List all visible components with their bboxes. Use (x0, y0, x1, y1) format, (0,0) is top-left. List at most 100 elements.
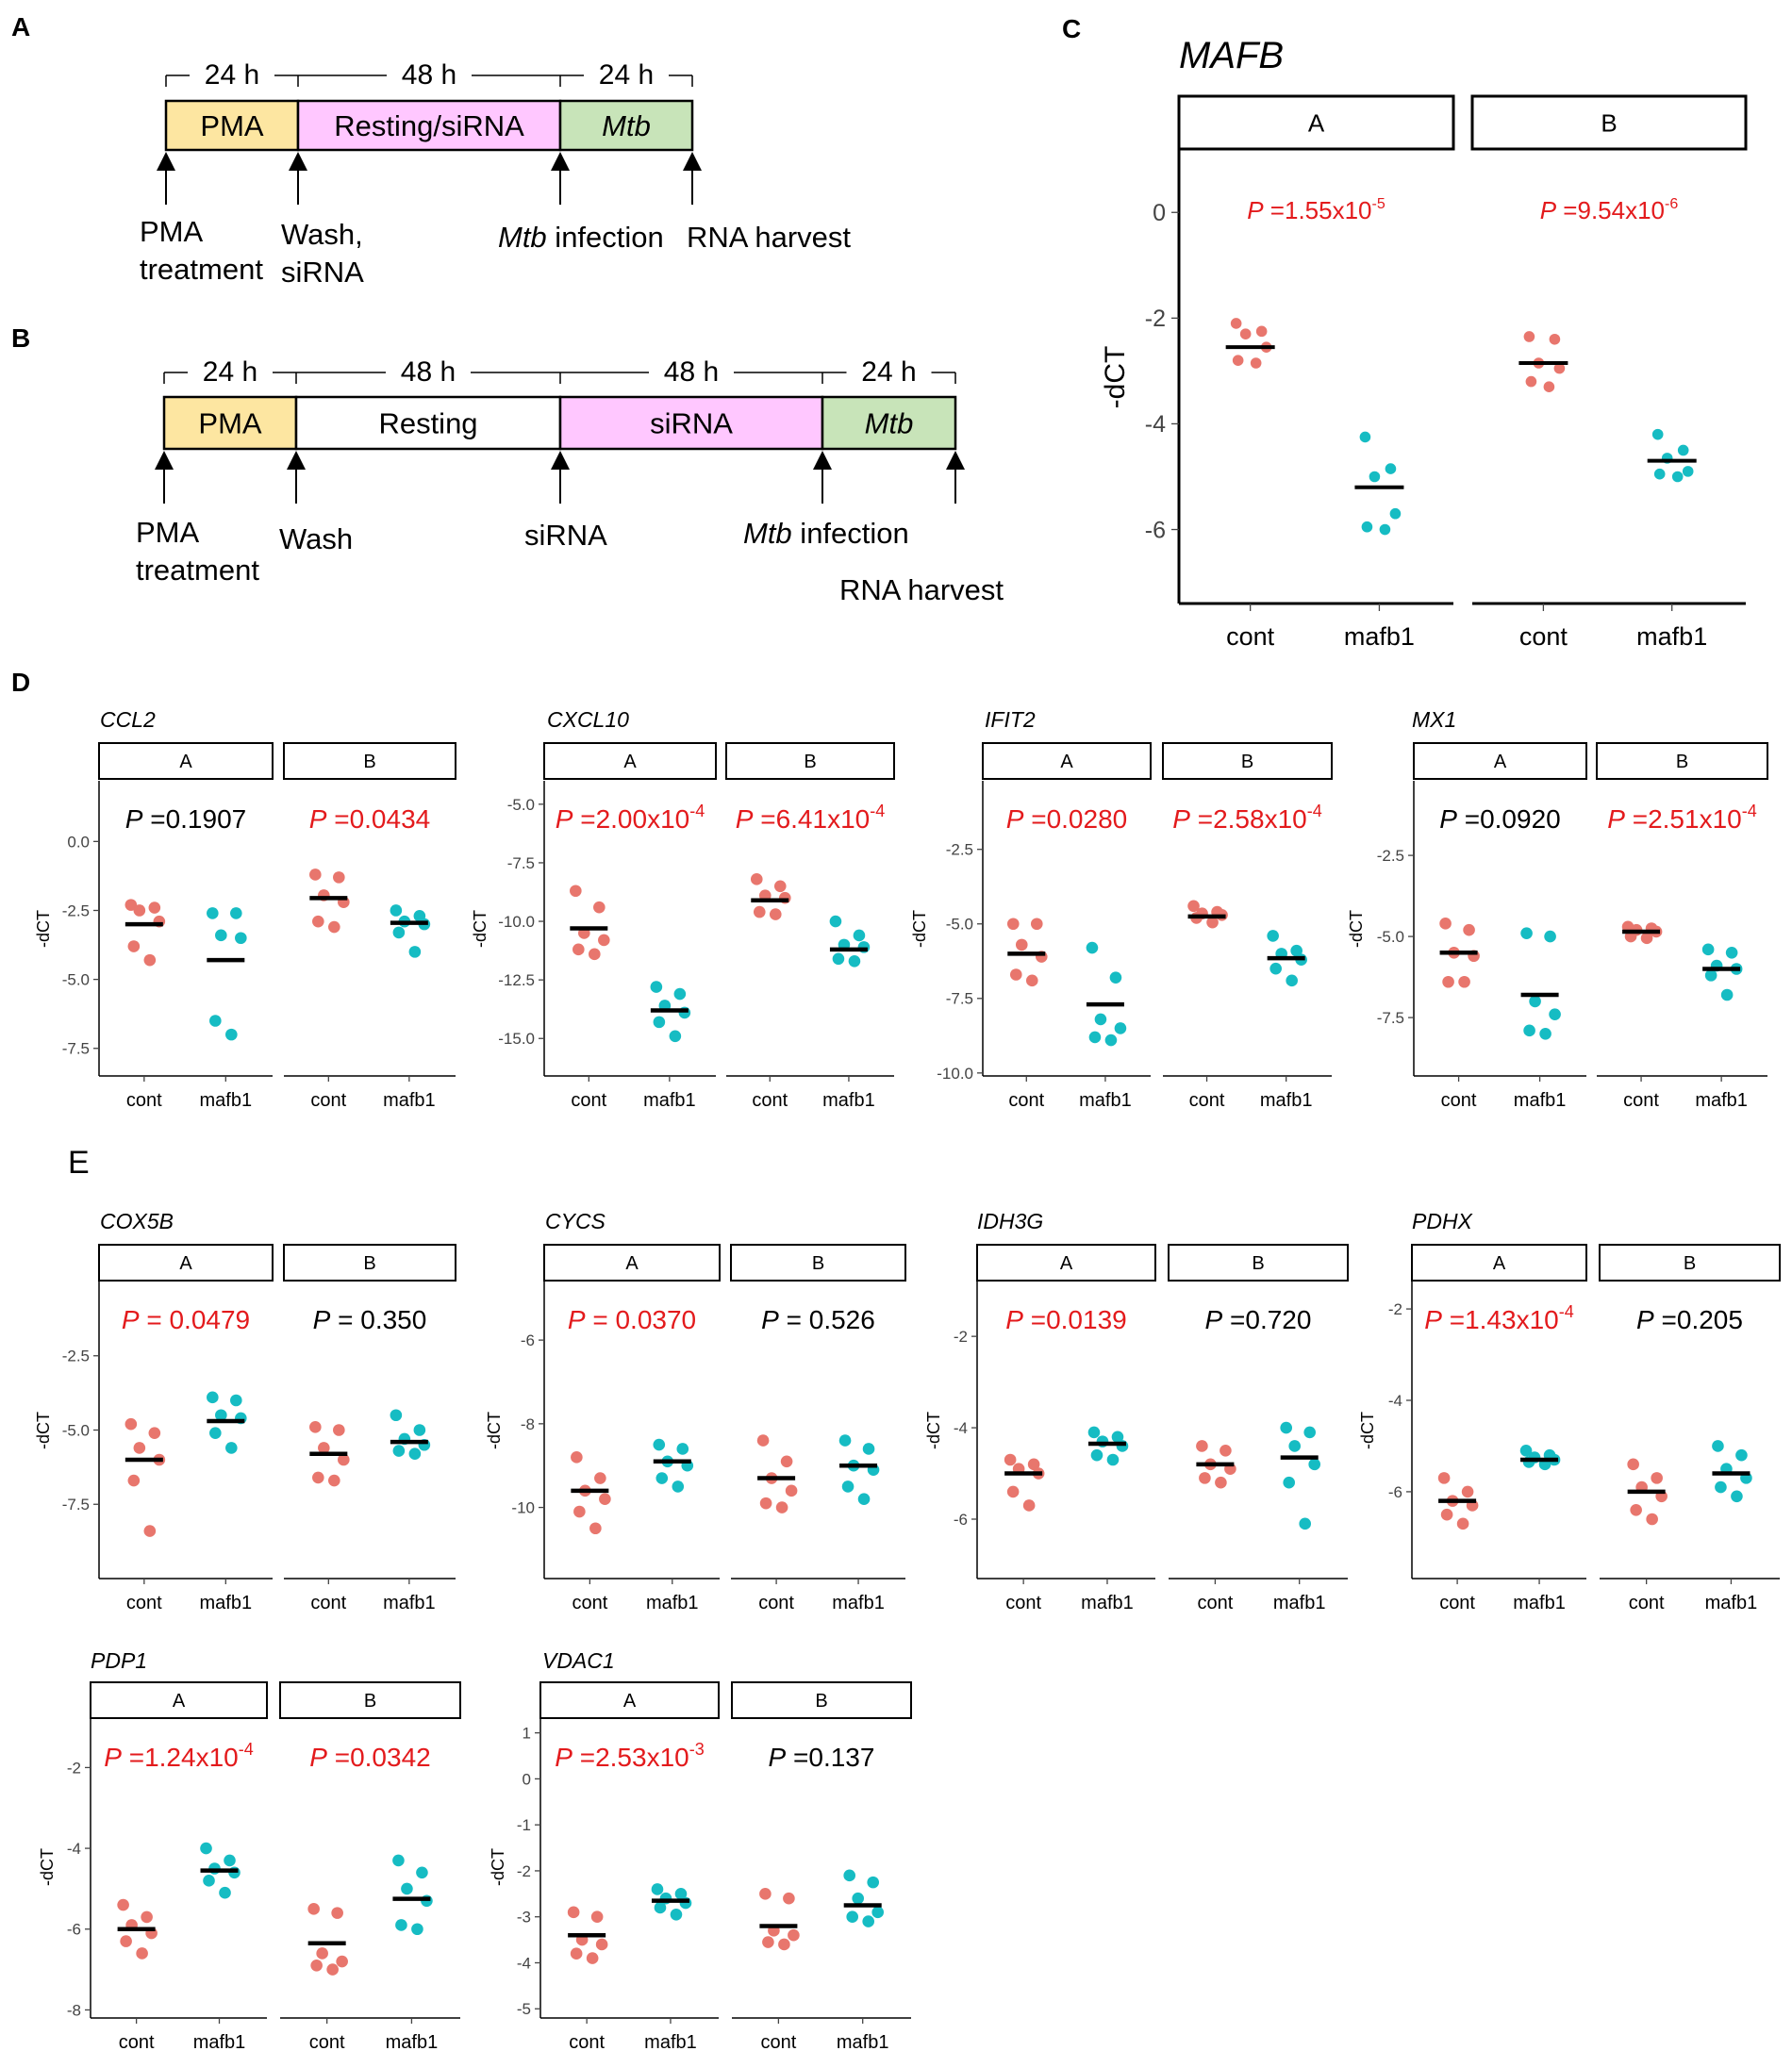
data-point-mafb1 (1379, 523, 1391, 536)
data-point-mafb1 (1715, 1480, 1727, 1494)
x-tick-label: cont (310, 1090, 346, 1111)
duration-label-bg (649, 354, 734, 378)
facet-strip-label: A (1493, 1253, 1506, 1274)
facet-strip (1413, 742, 1587, 780)
x-tick-label: cont (1519, 622, 1568, 651)
y-axis-label: -dCT (910, 910, 929, 948)
data-point-mafb1 (1090, 1448, 1103, 1462)
data-point-mafb1 (1269, 962, 1282, 975)
data-point-cont (1220, 1445, 1232, 1457)
data-point-mafb1 (1520, 927, 1533, 939)
data-point-mafb1 (1653, 468, 1666, 480)
data-point-cont (318, 1442, 330, 1454)
data-point-cont (326, 1963, 339, 1976)
x-tick-label: cont (126, 1593, 162, 1613)
data-point-cont (570, 885, 582, 898)
x-tick-label: mafb1 (1081, 1593, 1134, 1613)
data-point-cont (1553, 362, 1566, 374)
x-tick-label: mafb1 (193, 2032, 246, 2051)
y-tick-label: -5.0 (946, 916, 973, 934)
event-arrow-head (155, 451, 174, 470)
chart-title: VDAC1 (542, 1648, 615, 1673)
p-value-label: P =0.720 (1205, 1305, 1312, 1334)
y-tick-label: -8 (67, 2001, 81, 2019)
facet-strip (1596, 742, 1768, 780)
chart-title: MX1 (1412, 707, 1456, 732)
data-point-mafb1 (1086, 941, 1099, 954)
facet-strip (98, 742, 274, 780)
p-value-label: P = 0.0370 (568, 1305, 696, 1334)
y-tick-label: -15.0 (498, 1030, 535, 1048)
data-point-mafb1 (207, 1391, 219, 1404)
p-value-exponent: -4 (689, 802, 705, 820)
duration-label: 24 h (599, 59, 654, 91)
data-point-mafb1 (1720, 988, 1734, 1001)
chart-title: CXCL10 (547, 707, 629, 732)
event-label: RNA harvest (839, 573, 1004, 606)
duration-label-bg (584, 57, 669, 81)
y-tick-label: -3 (517, 1909, 531, 1927)
data-point-mafb1 (392, 1445, 406, 1457)
x-tick-label: cont (126, 1090, 162, 1111)
data-point-mafb1 (673, 987, 687, 1001)
event-label: siRNA (524, 519, 607, 552)
data-point-mafb1 (1682, 466, 1694, 477)
p-value-letter: P (1006, 804, 1024, 834)
data-point-mafb1 (1111, 1431, 1124, 1444)
timeline-segment-label: Mtb (865, 407, 914, 440)
p-value-label: P =2.00x10-4 (556, 802, 705, 834)
data-point-cont (1456, 1517, 1469, 1530)
y-tick-label: -2.5 (1377, 847, 1404, 865)
duration-label-bg (387, 57, 472, 81)
facet-strip (1470, 94, 1748, 151)
data-point-cont (1187, 900, 1200, 913)
x-tick-label: cont (1226, 622, 1275, 651)
data-point-mafb1 (235, 932, 247, 945)
y-tick-label: -2 (67, 1759, 81, 1777)
data-point-cont (316, 1947, 328, 1960)
x-tick-label: mafb1 (644, 2032, 697, 2051)
p-value-letter: P (736, 804, 754, 834)
data-point-cont (309, 1421, 322, 1433)
data-point-mafb1 (651, 1883, 664, 1895)
data-point-mafb1 (846, 1910, 858, 1924)
data-point-mafb1 (1671, 471, 1684, 483)
p-value-exponent: -3 (689, 1740, 705, 1759)
timeline-segment (821, 395, 957, 451)
chart-title: IFIT2 (985, 707, 1036, 732)
y-tick-label: -5.0 (62, 971, 90, 989)
x-tick-label: mafb1 (383, 1090, 436, 1111)
data-point-mafb1 (1529, 995, 1541, 1008)
data-point-cont (1523, 331, 1535, 342)
timeline-segment-label: Mtb (602, 109, 651, 142)
event-label: siRNA (281, 256, 364, 289)
data-point-mafb1 (653, 1438, 666, 1451)
data-point-cont (127, 940, 141, 952)
data-point-mafb1 (838, 1434, 852, 1447)
event-label: Mtb infection (743, 517, 909, 550)
x-tick-label: mafb1 (1079, 1090, 1132, 1111)
p-value-letter: P (1424, 1305, 1442, 1334)
timeline-segment-label: Resting (378, 407, 477, 440)
p-value-letter: P (313, 1305, 331, 1334)
p-value-number: =0.0280 (1023, 804, 1127, 834)
data-point-cont (1549, 333, 1561, 345)
data-point-mafb1 (1651, 428, 1664, 440)
facet-strip (1411, 1244, 1587, 1282)
facet-strip (539, 1681, 720, 1719)
data-point-mafb1 (1544, 930, 1556, 943)
facet-strip (725, 742, 895, 780)
data-point-mafb1 (215, 1409, 227, 1422)
data-point-mafb1 (655, 1472, 669, 1484)
data-point-mafb1 (1549, 1008, 1561, 1020)
duration-label: 48 h (401, 356, 456, 388)
facet-strip-label: B (815, 1691, 827, 1712)
y-axis-label: -dCT (489, 1848, 507, 1886)
data-point-cont (120, 1935, 132, 1947)
data-point-mafb1 (1361, 521, 1373, 533)
y-tick-label: -2 (954, 1328, 968, 1346)
p-value-label: P =0.0434 (309, 804, 430, 834)
data-point-mafb1 (1267, 930, 1279, 942)
